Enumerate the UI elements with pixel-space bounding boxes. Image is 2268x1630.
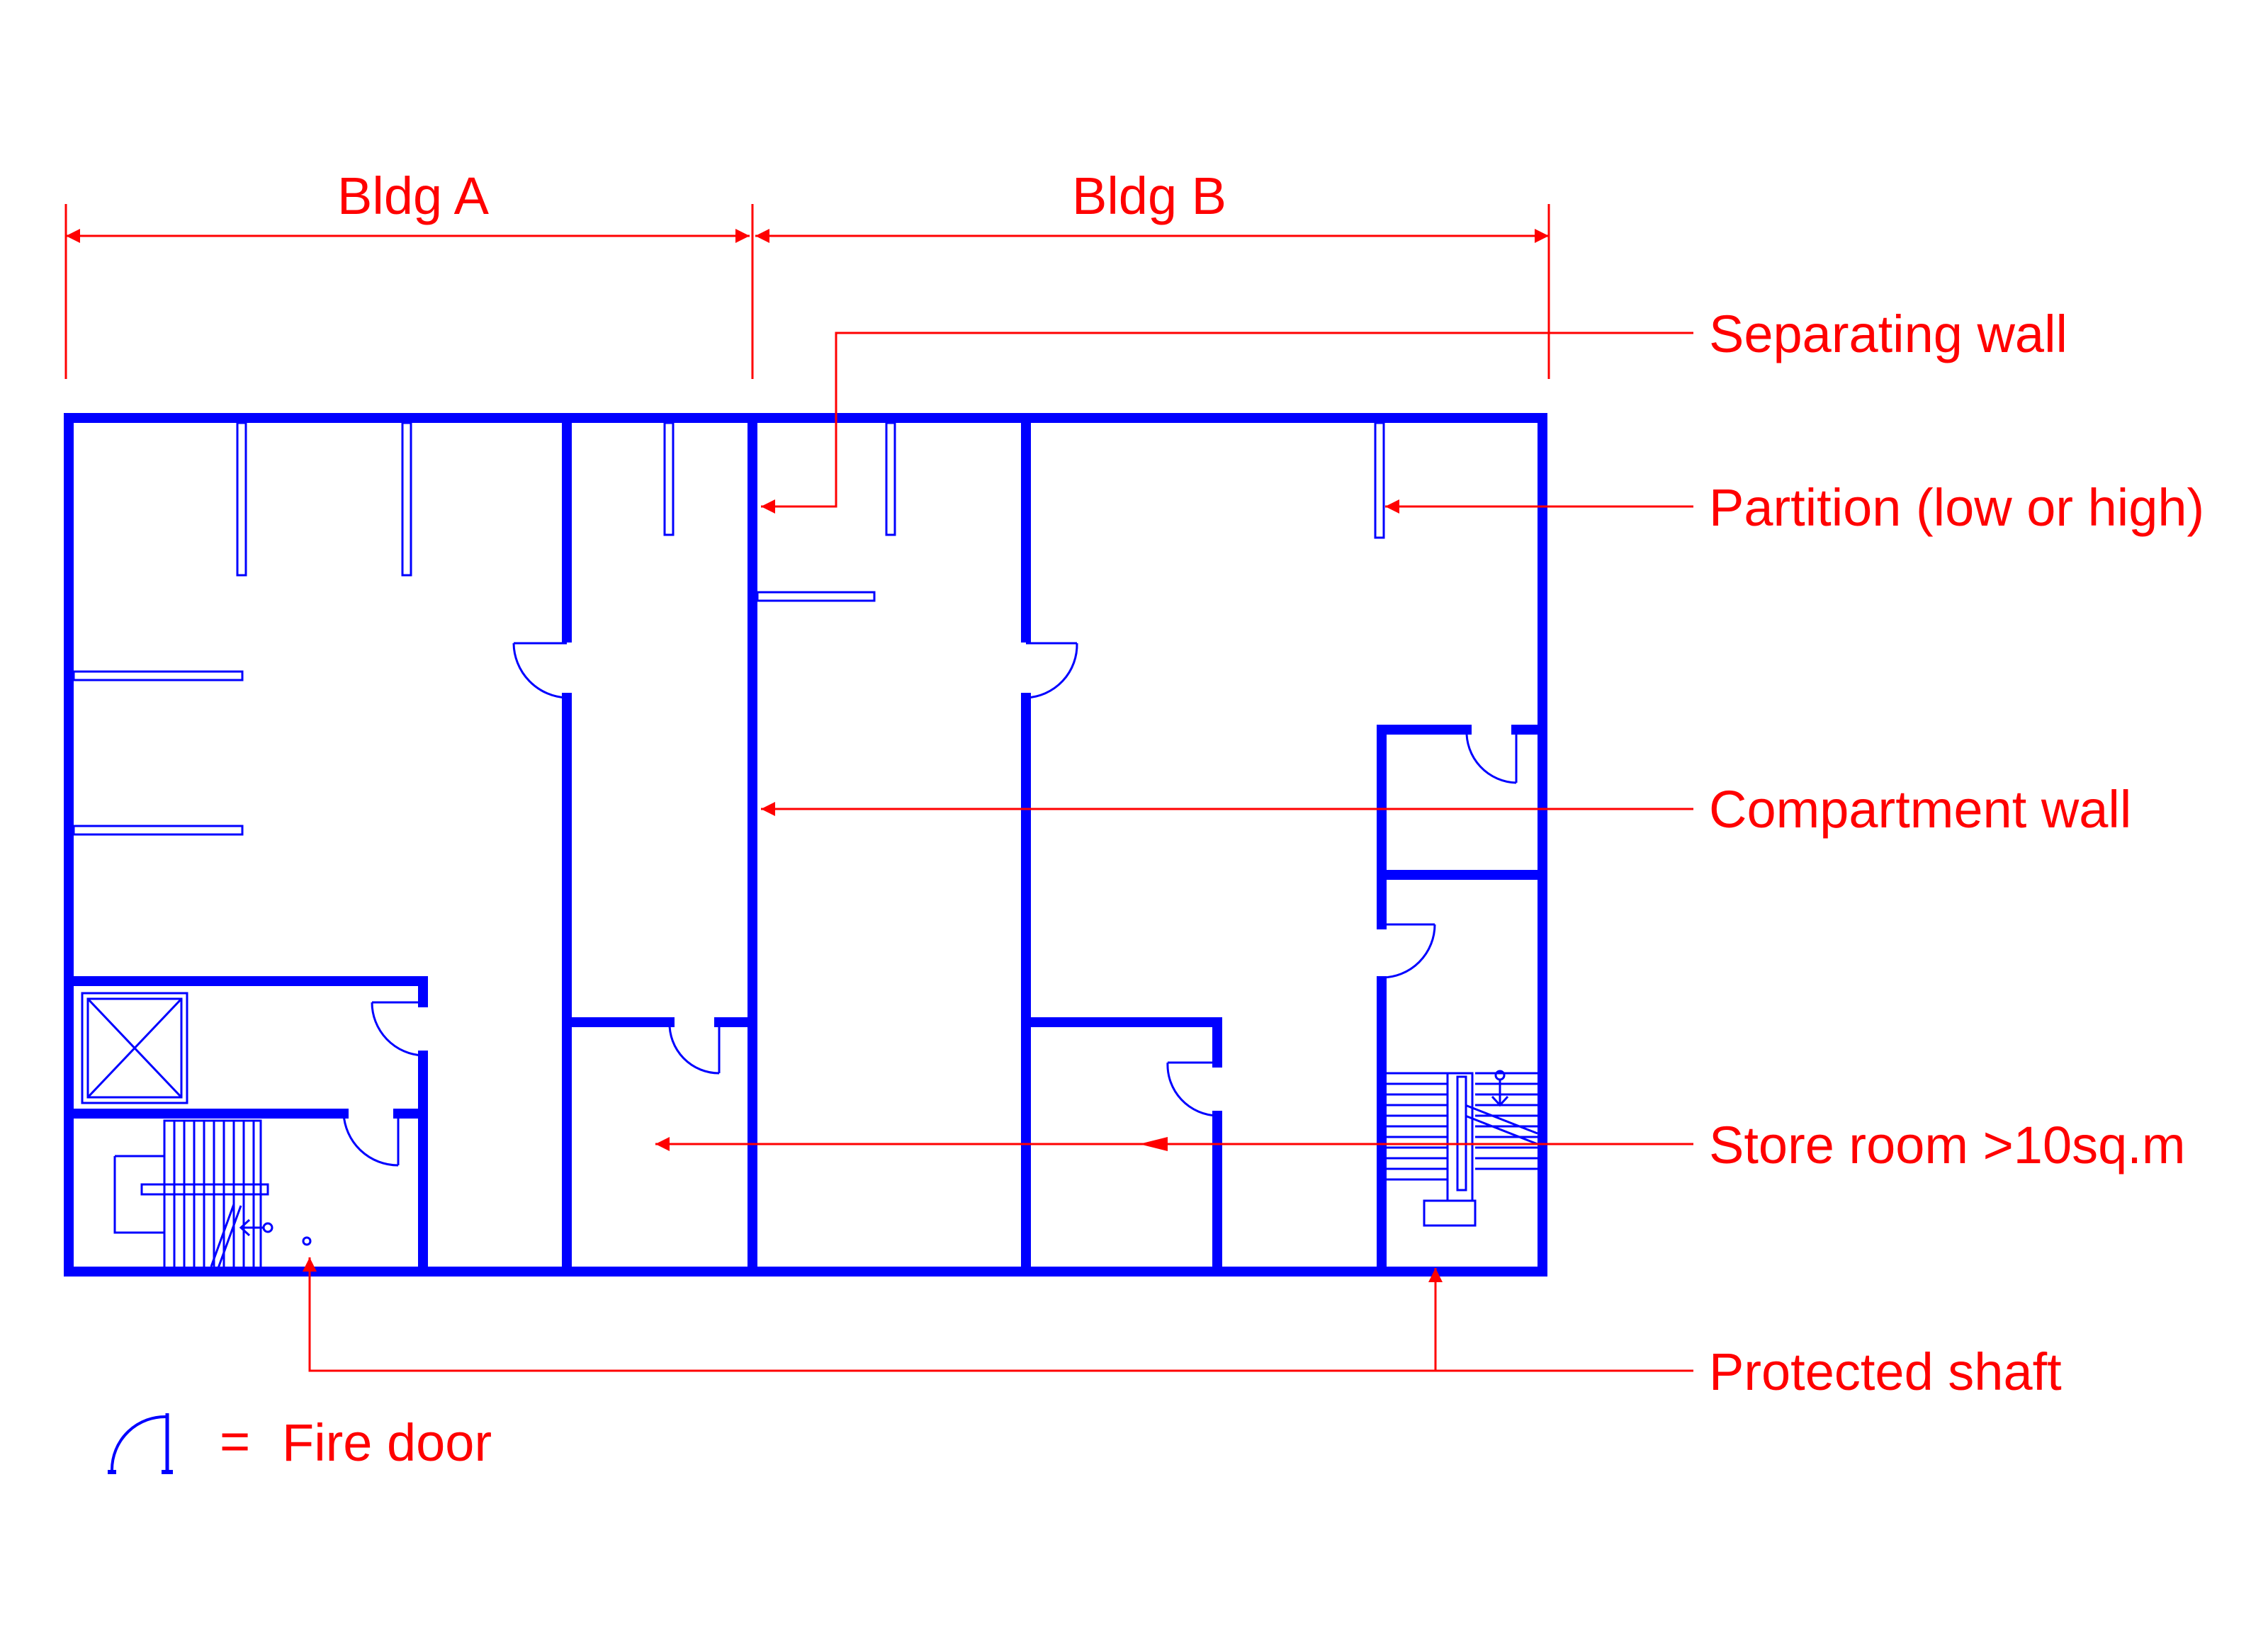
fire-door-icon: [371, 1001, 424, 1057]
bldg-a-label: Bldg A: [337, 166, 490, 225]
fire-door-icon: [1381, 923, 1436, 979]
fire-door-icon: [512, 642, 568, 699]
partition: [663, 421, 675, 536]
protected-shaft-label: Protected shaft: [1709, 1342, 2062, 1401]
partition: [1374, 421, 1385, 539]
legend: = Fire door: [108, 1412, 492, 1474]
dimension-lines: Bldg A Bldg B: [64, 166, 1550, 379]
stair-icon: [113, 1119, 312, 1269]
fire-door-icon: [1465, 729, 1518, 784]
lift-shaft-icon: [81, 992, 188, 1104]
bldg-b-label: Bldg B: [1072, 166, 1226, 225]
partition: [72, 825, 244, 836]
legend-fire-door-label: Fire door: [282, 1413, 492, 1472]
compartment-wall-label: Compartment wall: [1709, 780, 2131, 839]
fire-doors: [342, 642, 1518, 1167]
callout-leaders: [303, 332, 1693, 1372]
fire-door-icon: [108, 1413, 173, 1474]
outer-wall: [64, 413, 1547, 1277]
partition: [401, 421, 412, 577]
building-walls: [64, 413, 1547, 1277]
partition-label: Partition (low or high): [1709, 478, 2204, 537]
partition: [756, 591, 876, 602]
store-room-label: Store room >10sq.m: [1709, 1116, 2185, 1175]
fire-door-icon: [668, 1021, 721, 1075]
legend-equals: =: [220, 1412, 250, 1471]
partition: [236, 421, 247, 577]
partition: [72, 670, 244, 681]
partition: [885, 421, 896, 536]
fire-door-icon: [342, 1113, 400, 1167]
callout-labels: Separating wall Partition (low or high) …: [1709, 305, 2204, 1401]
separating-wall-leader: [761, 332, 1693, 514]
separating-wall-label: Separating wall: [1709, 305, 2067, 363]
stair-icon: [1386, 1070, 1538, 1227]
fire-door-icon: [1025, 642, 1078, 699]
arrow-icon: [1139, 1137, 1168, 1151]
fire-door-icon: [1166, 1061, 1218, 1117]
protected-shaft-leader: [303, 1257, 1693, 1372]
partitions: [72, 421, 1385, 836]
